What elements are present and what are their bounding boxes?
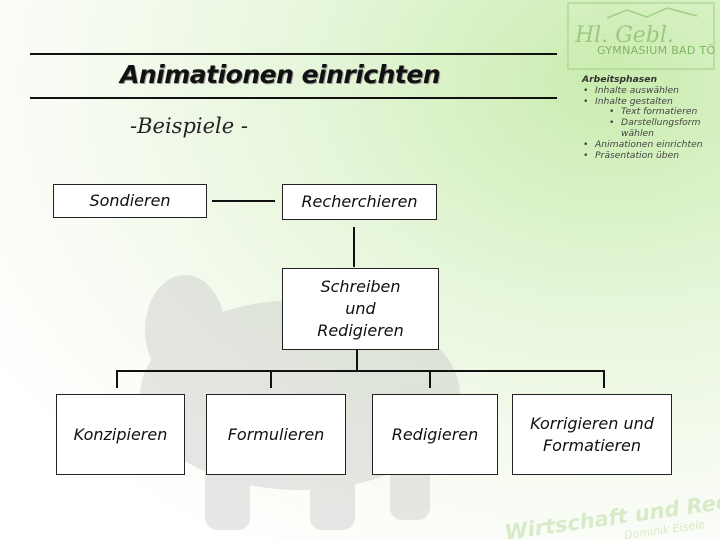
logo-school-name: GYMNASIUM BAD TÖLZ — [597, 44, 715, 57]
node-korrigieren-und-formatieren: Korrigieren und Formatieren — [512, 394, 672, 475]
logo-script-text: Hl. Gebl. — [574, 23, 674, 48]
connector-schreiben-branch — [356, 350, 358, 371]
connector-branch-konzipieren — [116, 370, 118, 388]
slide-subtitle: -Beispiele - — [130, 114, 248, 138]
notes-heading: Arbeitsphasen — [582, 74, 658, 85]
connector-branch-redigieren — [429, 370, 431, 388]
school-logo: Hl. Gebl. GYMNASIUM BAD TÖLZ — [567, 2, 715, 70]
notes-subitem: Text formatieren — [582, 107, 716, 118]
node-konzipieren: Konzipieren — [56, 394, 185, 475]
node-recherchieren: Recherchieren — [282, 184, 437, 220]
connector-branch-korrigieren — [603, 370, 605, 388]
node-formulieren: Formulieren — [206, 394, 346, 475]
connector-sondieren-recherchieren — [212, 200, 275, 202]
node-schreiben-und-redigieren: Schreiben und Redigieren — [282, 268, 439, 350]
slide-title: Animationen einrichten — [120, 60, 441, 89]
work-phases-notes: Arbeitsphasen Inhalte auswählen Inhalte … — [582, 74, 716, 162]
notes-item: Inhalte gestalten — [582, 96, 716, 108]
title-bottom-rule — [30, 97, 557, 99]
connector-branch-formulieren — [270, 370, 272, 388]
notes-item: Animationen einrichten — [582, 139, 716, 151]
notes-item: Präsentation üben — [582, 150, 716, 162]
connector-branch-horizontal — [116, 370, 605, 372]
node-sondieren: Sondieren — [53, 184, 207, 218]
node-redigieren: Redigieren — [372, 394, 498, 475]
title-top-rule — [30, 53, 557, 55]
watermark: Wirtschaft und Recht Dominik Eisele — [503, 486, 720, 540]
connector-recherchieren-schreiben — [353, 227, 355, 267]
notes-subitem: Darstellungsform wählen — [582, 117, 716, 140]
notes-item: Inhalte auswählen — [582, 85, 716, 97]
